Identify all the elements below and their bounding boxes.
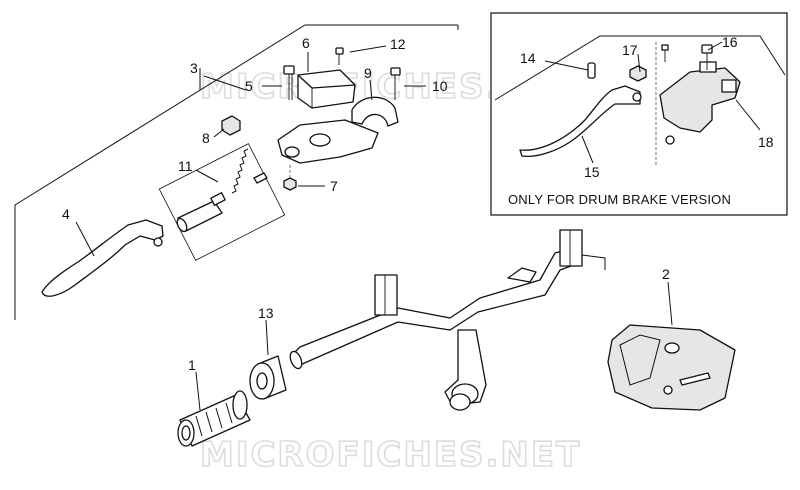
callout-18: 18 xyxy=(758,134,774,150)
callout-8: 8 xyxy=(202,130,210,146)
callout-11: 11 xyxy=(178,158,193,174)
leader-lines xyxy=(75,45,673,411)
callout-12: 12 xyxy=(390,36,406,52)
callout-3: 3 xyxy=(190,60,198,76)
inset-drum-brake: ONLY FOR DRUM BRAKE VERSION xyxy=(490,12,788,216)
callout-16: 16 xyxy=(722,34,738,50)
callout-2: 2 xyxy=(662,266,670,282)
front-brake-lever xyxy=(41,219,164,297)
brake-pump-assembly xyxy=(221,47,401,191)
handle-grip xyxy=(177,390,251,447)
watermark-bottom: MICROFICHES.NET xyxy=(200,435,581,475)
callout-17: 17 xyxy=(622,42,638,58)
callout-9: 9 xyxy=(364,65,372,81)
piston-kit xyxy=(158,143,286,261)
callout-15: 15 xyxy=(584,164,600,180)
callout-labels: 1 2 3 4 5 6 7 8 9 10 11 12 13 14 15 16 1… xyxy=(62,34,774,373)
inset-note: ONLY FOR DRUM BRAKE VERSION xyxy=(508,192,731,207)
callout-1: 1 xyxy=(188,357,196,373)
callout-7: 7 xyxy=(330,178,338,194)
callout-14: 14 xyxy=(520,50,536,66)
spacer-ring xyxy=(249,355,287,400)
switch-housing xyxy=(607,324,736,411)
callout-6: 6 xyxy=(302,35,310,51)
callout-10: 10 xyxy=(432,78,448,94)
callout-4: 4 xyxy=(62,206,70,222)
frame-lines xyxy=(14,24,459,320)
handlebar xyxy=(289,229,606,411)
callout-5: 5 xyxy=(245,78,253,94)
callout-13: 13 xyxy=(258,305,274,321)
